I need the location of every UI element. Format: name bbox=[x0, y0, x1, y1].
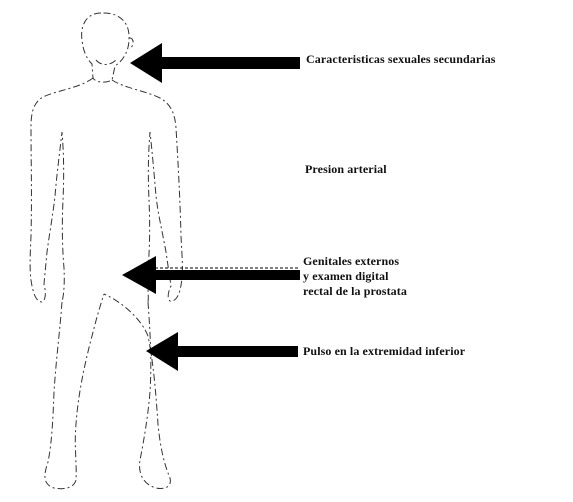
torso-outline bbox=[30, 78, 93, 302]
label-secondary-sex-characteristics: Caracteristicas sexuales secundarias bbox=[306, 52, 496, 67]
human-figure-outline bbox=[30, 13, 182, 489]
arrow-secondary-sex bbox=[130, 43, 300, 83]
chin-line bbox=[96, 60, 116, 65]
label-genitals-line-2: y examen digital bbox=[303, 269, 407, 284]
left-leg-outline bbox=[45, 294, 104, 489]
head-outline bbox=[82, 13, 129, 82]
right-leg-outline bbox=[104, 294, 170, 489]
arrows bbox=[122, 43, 300, 371]
label-blood-pressure: Presion arterial bbox=[305, 162, 387, 177]
label-genitals-line-3: rectal de la prostata bbox=[303, 284, 407, 299]
label-genitals-exam: Genitales externos y examen digital rect… bbox=[303, 254, 407, 299]
label-genitals-line-1: Genitales externos bbox=[303, 254, 407, 269]
arrow-pulse bbox=[146, 332, 298, 371]
label-lower-limb-pulse: Pulso en la extremidad inferior bbox=[303, 344, 465, 359]
arrow-genitals bbox=[122, 256, 300, 294]
ear-outline bbox=[129, 38, 133, 49]
